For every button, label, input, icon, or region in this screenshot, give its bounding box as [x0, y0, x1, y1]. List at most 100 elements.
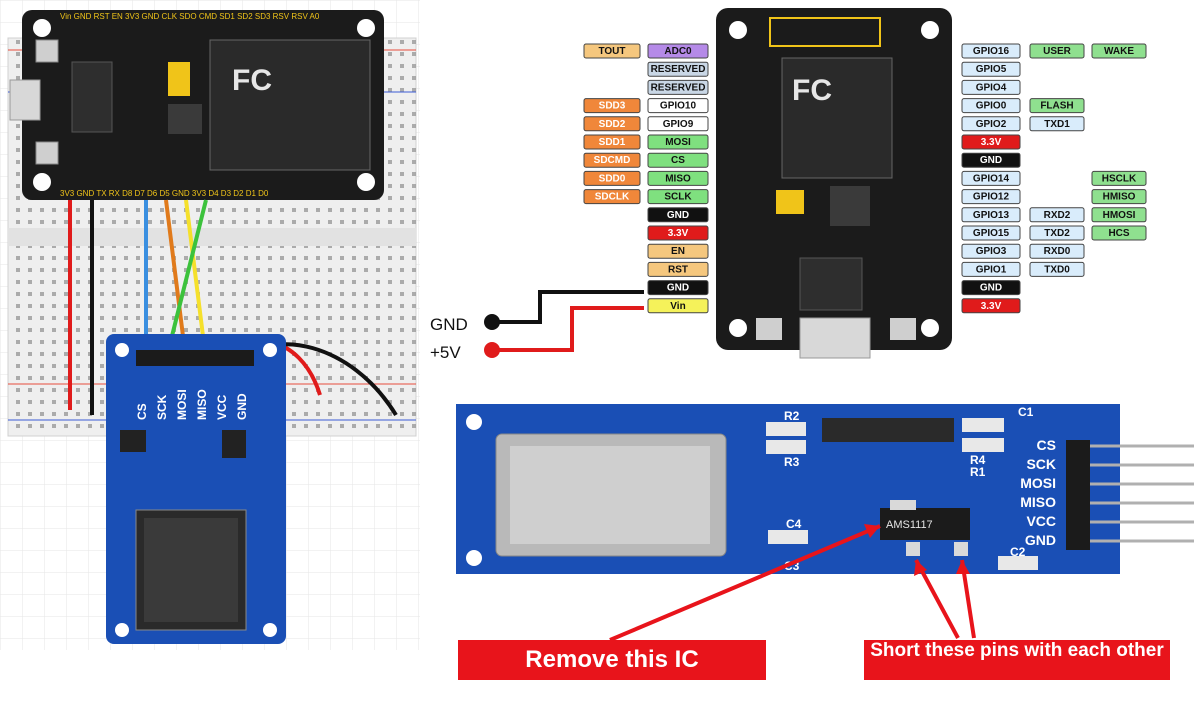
svg-text:SDCLK: SDCLK [595, 192, 630, 203]
svg-text:RESERVED: RESERVED [651, 82, 706, 93]
svg-text:SCLK: SCLK [664, 192, 692, 203]
svg-text:SDD3: SDD3 [599, 101, 626, 112]
pin-tag-4-0: TXD1 [1029, 116, 1085, 132]
module-pin-cs: CS [1037, 437, 1056, 453]
pin-func-left-0: TOUT [583, 43, 641, 59]
remove-ic-callout: Remove this IC [458, 640, 766, 680]
svg-text:SDCMD: SDCMD [594, 155, 631, 166]
ref-c2: C2 [1010, 545, 1026, 559]
svg-text:MOSI: MOSI [665, 137, 691, 148]
pin-left-10: 3.3V [647, 225, 709, 241]
pin-tag-0-1: WAKE [1091, 43, 1147, 59]
svg-text:WAKE: WAKE [1104, 46, 1134, 57]
regulator-pin-right [954, 542, 968, 556]
level-shifter-chip [822, 418, 954, 442]
pin-right-6: GND [961, 152, 1021, 168]
ref-r2: R2 [784, 409, 800, 423]
ref-r4: R4 [970, 453, 986, 467]
gnd-label: GND [430, 315, 468, 334]
pinout-left-column: ADC0TOUTRESERVEDRESERVEDGPIO10SDD3GPIO9S… [583, 43, 709, 314]
pin-func-left-5: SDD1 [583, 134, 641, 150]
pin-func-left-7: SDD0 [583, 170, 641, 186]
wire-orange [164, 199, 188, 361]
module-pin-vcc: VCC [1026, 513, 1056, 529]
svg-text:RXD2: RXD2 [1044, 210, 1071, 221]
pin-left-2: RESERVED [647, 79, 709, 95]
pin-right-12: GPIO1 [961, 261, 1021, 277]
fc-logo-text: FC [232, 64, 272, 97]
module-pin-mosi: MOSI [1020, 475, 1056, 491]
svg-text:CS: CS [671, 155, 685, 166]
pin-left-4: GPIO9 [647, 116, 709, 132]
reader-pin-cs: CS [135, 403, 149, 420]
svg-text:TXD1: TXD1 [1044, 119, 1070, 130]
svg-text:GPIO14: GPIO14 [973, 173, 1010, 184]
wire-yellow [184, 199, 208, 361]
nodemcu-board: FC Vin GND RST EN 3V3 GND CLK SDO CMD SD… [9, 10, 384, 200]
svg-text:GPIO12: GPIO12 [973, 192, 1010, 203]
svg-text:HMOSI: HMOSI [1103, 210, 1136, 221]
pinout-board: FC [716, 8, 952, 359]
pin-right-8: GPIO12 [961, 189, 1021, 205]
svg-text:GPIO3: GPIO3 [976, 246, 1007, 257]
pin-tag-0-0: USER [1029, 43, 1085, 59]
ref-c4: C4 [786, 517, 802, 531]
svg-text:Vin: Vin [670, 301, 685, 312]
pin-right-1: GPIO5 [961, 61, 1021, 77]
module-pin-gnd: GND [1025, 532, 1056, 548]
svg-text:GPIO2: GPIO2 [976, 119, 1007, 130]
nodemcu-top-header: Vin GND RST EN 3V3 GND CLK SDO CMD SD1 S… [60, 12, 320, 21]
remove-ic-text: Remove this IC [525, 646, 699, 673]
pin-left-9: GND [647, 207, 709, 223]
svg-text:HMISO: HMISO [1103, 192, 1136, 203]
pin-left-3: GPIO10 [647, 98, 709, 114]
svg-text:MISO: MISO [665, 173, 691, 184]
reader-pin-gnd: GND [235, 393, 249, 420]
pin-tag-9-0: RXD2 [1029, 207, 1085, 223]
svg-text:3.3V: 3.3V [668, 228, 689, 239]
pin-right-11: GPIO3 [961, 243, 1021, 259]
svg-text:SDD1: SDD1 [599, 137, 626, 148]
pin-tag-11-0: RXD0 [1029, 243, 1085, 259]
pin-right-13: GND [961, 280, 1021, 296]
svg-text:FLASH: FLASH [1040, 101, 1073, 112]
ams1117-regulator [880, 508, 970, 540]
callout-arrows [609, 524, 976, 642]
pin-tag-8-1: HMISO [1091, 189, 1147, 205]
ref-r3: R3 [784, 455, 800, 469]
svg-text:GPIO0: GPIO0 [976, 101, 1007, 112]
pin-left-11: EN [647, 243, 709, 259]
svg-text:TOUT: TOUT [598, 46, 625, 57]
pin-left-14: Vin [647, 298, 709, 314]
reader-pin-mosi: MOSI [175, 389, 189, 420]
pin-left-6: CS [647, 152, 709, 168]
short-pins-text: Short these pins with each other [870, 640, 1164, 661]
ref-r1: R1 [970, 465, 986, 479]
pin-left-5: MOSI [647, 134, 709, 150]
pin-func-left-3: SDD3 [583, 98, 641, 114]
pin-right-4: GPIO2 [961, 116, 1021, 132]
pin-right-10: GPIO15 [961, 225, 1021, 241]
svg-text:HCS: HCS [1108, 228, 1129, 239]
pin-right-2: GPIO4 [961, 79, 1021, 95]
svg-text:GPIO13: GPIO13 [973, 210, 1010, 221]
pin-func-left-8: SDCLK [583, 189, 641, 205]
breadboard-wiring-diagram: FC Vin GND RST EN 3V3 GND CLK SDO CMD SD… [0, 0, 420, 650]
pin-right-9: GPIO13 [961, 207, 1021, 223]
svg-text:GND: GND [980, 155, 1002, 166]
svg-text:ADC0: ADC0 [664, 46, 692, 57]
svg-text:GPIO1: GPIO1 [976, 264, 1007, 275]
svg-text:TXD0: TXD0 [1044, 264, 1070, 275]
pinout-fc-logo: FC [792, 74, 832, 107]
pinout-svg: FC ADC0TOUTRESERVEDRESERVEDGPIO10SDD3GPI… [430, 8, 1147, 362]
regulator-pin-left [906, 542, 920, 556]
svg-text:RXD0: RXD0 [1044, 246, 1071, 257]
pin-func-left-4: SDD2 [583, 116, 641, 132]
svg-text:GND: GND [980, 283, 1002, 294]
svg-text:RST: RST [668, 264, 688, 275]
svg-text:EN: EN [671, 246, 685, 257]
reader-pin-vcc: VCC [215, 394, 229, 420]
pin-tag-7-1: HSCLK [1091, 170, 1147, 186]
